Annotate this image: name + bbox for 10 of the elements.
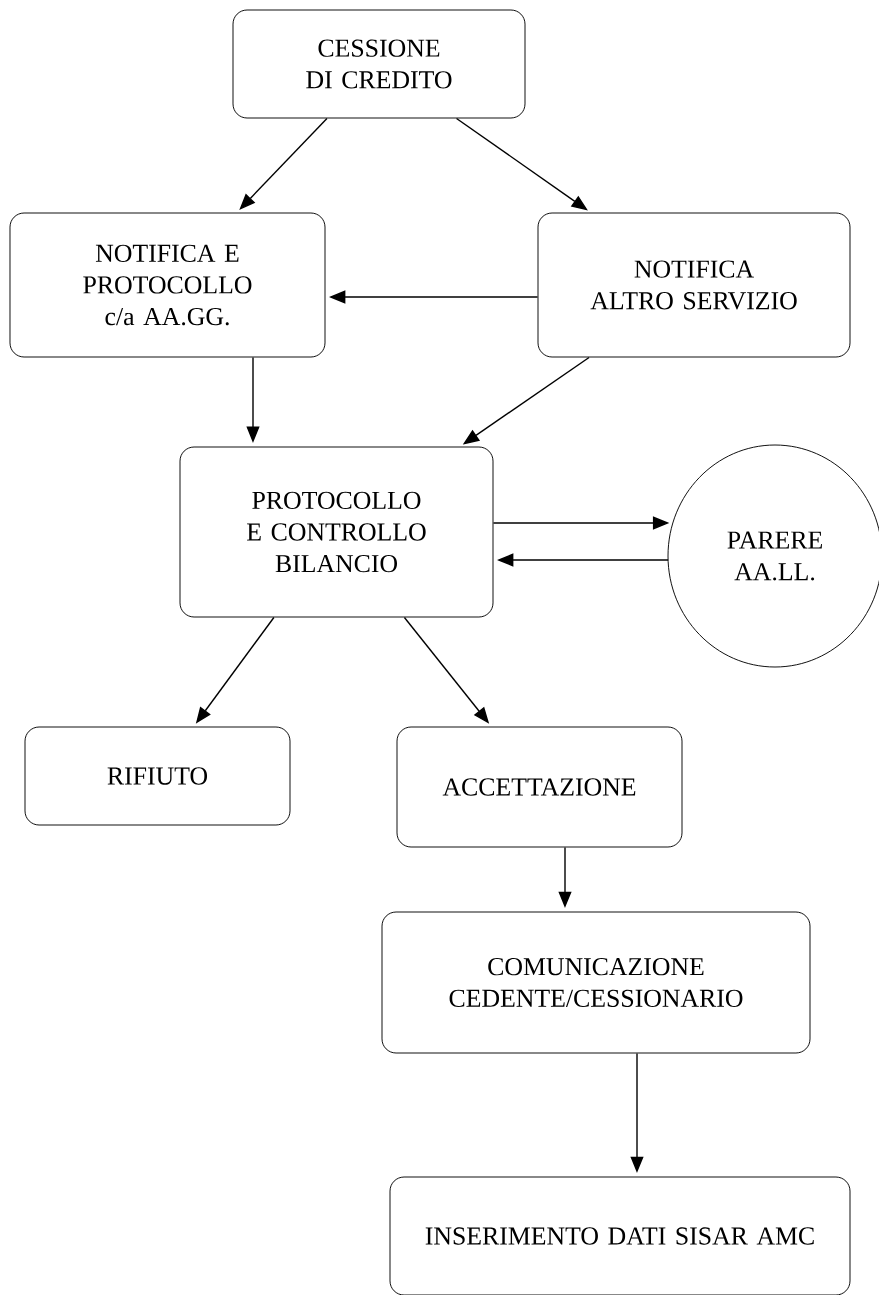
- process-box: NOTIFICA E PROTOCOLLO c/a AA.GG.: [9, 212, 326, 358]
- arrow: [239, 117, 328, 210]
- process-box: COMUNICAZIONE CEDENTE/CESSIONARIO: [381, 911, 811, 1054]
- process-box: ACCETTAZIONE: [396, 726, 683, 848]
- process-box: NOTIFICA ALTRO SERVIZIO: [537, 212, 851, 358]
- process-box: CESSIONE DI CREDITO: [232, 9, 526, 119]
- process-box: RIFIUTO: [24, 726, 291, 826]
- process-box: PROTOCOLLO E CONTROLLO BILANCIO: [179, 446, 494, 618]
- arrow: [455, 117, 588, 211]
- process-box: INSERIMENTO DATI SISAR AMC: [389, 1176, 851, 1295]
